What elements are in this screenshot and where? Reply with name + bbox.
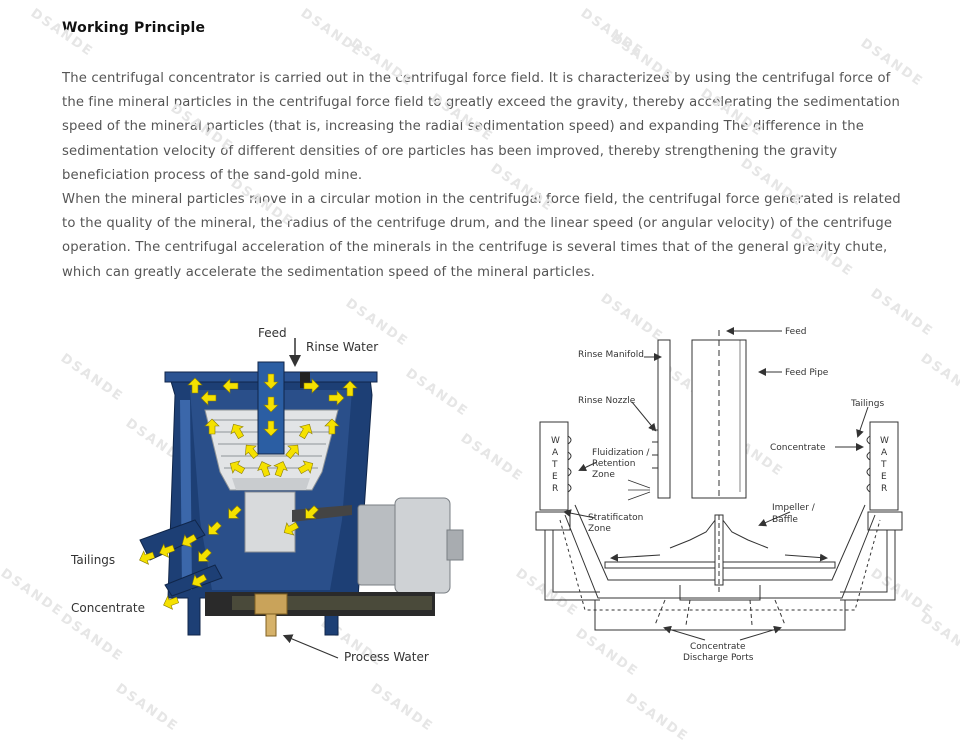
water-jacket-right	[869, 421, 899, 511]
watermark: DSANDE	[598, 291, 666, 345]
ports-arrow-left	[663, 625, 706, 641]
base-center	[679, 585, 761, 601]
water-letter: T	[880, 460, 887, 470]
section-body: The centrifugal concentrator is carried …	[62, 67, 907, 285]
label-tailings-r: Tailings	[850, 399, 884, 409]
watermark: DSANDE	[858, 36, 926, 90]
right-schematic-diagram	[535, 327, 903, 641]
bowl-base	[232, 478, 310, 490]
shaft-housing	[244, 491, 296, 553]
fluidization-arrow	[578, 461, 598, 472]
section-title: Working Principle	[62, 20, 206, 36]
label-ports-1: Concentrate	[690, 642, 746, 652]
label-concentrate: Concentrate	[71, 601, 145, 615]
label-concentrate-r: Concentrate	[770, 443, 826, 453]
tailings-arrow	[856, 406, 869, 438]
ports-arrow-right	[739, 625, 782, 641]
flow-left-arrow	[610, 553, 661, 562]
watermark: DSANDE	[698, 86, 766, 140]
water-letter: E	[552, 472, 558, 482]
water-jacket-left	[539, 421, 569, 511]
label-process-water: Process Water	[344, 650, 429, 664]
process-water-arrow	[282, 634, 339, 659]
rinse-nozzle-arrow	[631, 401, 657, 432]
label-ports-2: Discharge Ports	[683, 653, 754, 663]
motor-end	[394, 497, 451, 594]
frame-highlight	[180, 400, 192, 590]
bowl-hidden	[559, 519, 881, 611]
valve-inlet	[265, 613, 277, 637]
water-letter: E	[881, 472, 887, 482]
label-rinse-nozzle: Rinse Nozzle	[578, 396, 636, 406]
discharge-ports	[654, 599, 786, 626]
tailings-chute	[139, 519, 206, 561]
inlets-right	[866, 435, 871, 493]
label-feed-r: Feed	[785, 327, 806, 337]
watermark: DSANDE	[918, 611, 960, 665]
label-fluidization-2: Retention	[592, 459, 635, 469]
label-tailings: Tailings	[70, 553, 115, 567]
label-impeller-1: Impeller /	[772, 503, 816, 513]
watermark: DSANDE	[348, 36, 416, 90]
watermark: DSANDE	[228, 176, 296, 230]
watermark: DSANDE	[573, 626, 641, 680]
watermark: DSANDE	[58, 351, 126, 405]
impeller-cone	[669, 514, 769, 549]
base-housing	[594, 600, 846, 631]
right-diagram-labels: Feed Feed Pipe Rinse Manifold Rinse Nozz…	[551, 327, 889, 663]
watermark: DSANDE	[623, 691, 691, 745]
watermark: DSANDE	[738, 156, 806, 210]
left-concentrator-diagram: Feed Rinse Water Tailings Concentrate Pr…	[70, 326, 464, 664]
watermark: DSANDE	[918, 351, 960, 405]
watermark: DSANDE	[168, 101, 236, 155]
label-strat-1: Stratificaton	[588, 513, 643, 523]
watermark: DSANDE	[513, 566, 581, 620]
water-letter: R	[881, 484, 887, 494]
watermark: DSANDE	[608, 31, 676, 85]
water-letter: W	[880, 436, 889, 446]
impeller-arrow	[758, 511, 791, 527]
bowl-outer-2	[564, 514, 876, 599]
watermark: DSANDE	[58, 611, 126, 665]
label-strat-2: Zone	[588, 524, 611, 534]
label-feed: Feed	[258, 326, 287, 340]
watermark: DSANDE	[0, 566, 66, 620]
water-letter: A	[881, 448, 888, 458]
watermark: DSANDE	[403, 366, 471, 420]
water-letter: R	[552, 484, 558, 494]
inlets-left	[567, 435, 572, 493]
jacket-base-right	[867, 511, 903, 531]
watermark: DSANDE	[368, 681, 436, 735]
rinse-manifold	[657, 339, 671, 499]
watermark: DSANDE	[428, 91, 496, 145]
watermark: DSANDE	[458, 431, 526, 485]
watermark: DSANDE	[868, 286, 936, 340]
jacket-base-left	[535, 511, 571, 531]
paragraph-1: The centrifugal concentrator is carried …	[62, 71, 901, 183]
water-letter: T	[551, 460, 558, 470]
label-rinse-manifold: Rinse Manifold	[578, 350, 644, 360]
water-letter: W	[551, 436, 560, 446]
water-letter: A	[552, 448, 559, 458]
watermark: DSANDE	[113, 681, 181, 735]
watermark: DSANDE	[488, 161, 556, 215]
paragraph-2: When the mineral particles move in a cir…	[62, 192, 901, 280]
label-rinse-water: Rinse Water	[306, 340, 378, 354]
rinse-nozzles	[652, 429, 658, 469]
spray-lines	[627, 479, 651, 501]
watermark: DSANDE	[28, 6, 96, 60]
rinse-inlet	[300, 372, 310, 388]
label-feed-pipe: Feed Pipe	[785, 368, 829, 378]
strat-zone-arrow	[563, 509, 596, 519]
watermark: DSANDE	[788, 226, 856, 280]
label-impeller-2: Baffle	[772, 515, 798, 525]
label-fluidization-1: Fluidization /	[592, 448, 650, 458]
motor-fan	[446, 529, 464, 561]
flow-right-arrow	[784, 553, 828, 562]
pipes-inner	[552, 530, 888, 593]
valve-body	[254, 593, 288, 615]
pipes	[544, 530, 896, 601]
label-fluidization-3: Zone	[592, 470, 615, 480]
